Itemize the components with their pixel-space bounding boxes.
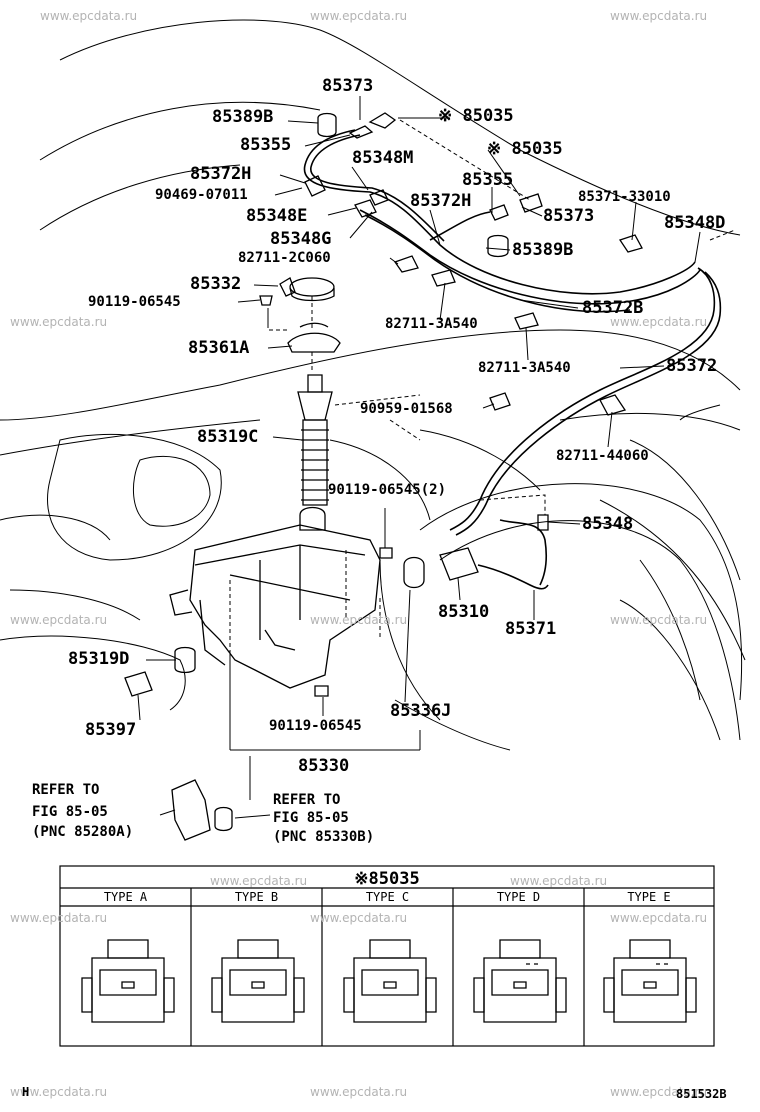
nozzle-type-b: [211, 939, 305, 1023]
watermark: www.epcdata.ru: [310, 1085, 408, 1099]
part-label-85348g: 85348G: [270, 229, 332, 249]
watermark: www.epcdata.ru: [610, 9, 708, 23]
watermark: www.epcdata.ru: [10, 613, 108, 627]
dashed-lines: [229, 119, 736, 650]
part-label-85373: 85373: [543, 206, 595, 226]
type-table-title: ※85035: [354, 869, 420, 889]
type-d-header: TYPE D: [496, 890, 541, 904]
part-label-85389b: 85389B: [212, 107, 274, 127]
part-label-85319c: 85319C: [197, 427, 259, 447]
part-label-85372h: 85372H: [190, 164, 252, 184]
leader-lines: [137, 96, 701, 819]
watermark: www.epcdata.ru: [310, 9, 408, 23]
type-b-header: TYPE B: [234, 890, 279, 904]
part-label-85355: 85355: [240, 135, 292, 155]
part-label-85035: ※ 85035: [487, 139, 563, 159]
watermark: www.epcdata.ru: [10, 315, 108, 329]
part-label-90119-06545: 90119-06545: [88, 294, 181, 310]
part-label-82711-44060: 82711-44060: [556, 448, 649, 464]
part-label-85348: 85348: [582, 514, 634, 534]
car-body-outline: [0, 19, 746, 751]
watermark: www.epcdata.ru: [510, 874, 608, 888]
refer-note-left-line2: FIG 85-05: [32, 804, 108, 820]
filler-cap: [287, 277, 341, 353]
part-label-90119-06545: 90119-06545: [269, 718, 362, 734]
part-label-85336j: 85336J: [390, 701, 452, 721]
watermark: www.epcdata.ru: [10, 1085, 108, 1099]
watermark: www.epcdata.ru: [610, 911, 708, 925]
refer-note-left-line3: (PNC 85280A): [32, 824, 134, 840]
filler-neck: [297, 374, 333, 506]
part-label-90959-01568: 90959-01568: [360, 401, 453, 417]
watermark: www.epcdata.ru: [310, 613, 408, 627]
part-label-85397: 85397: [85, 720, 137, 740]
washer-hoses: [303, 129, 722, 590]
part-label-85332: 85332: [190, 274, 242, 294]
part-label-85371-33010: 85371-33010: [578, 189, 671, 205]
part-label-85355: 85355: [462, 170, 514, 190]
part-label-85319d: 85319D: [68, 649, 130, 669]
part-label-85035: ※ 85035: [438, 106, 514, 126]
part-label-85372h: 85372H: [410, 191, 472, 211]
part-label-85361a: 85361A: [188, 338, 250, 358]
nozzle-type-c: [343, 939, 437, 1023]
washer-reservoir: [169, 506, 381, 689]
part-label-85372: 85372: [666, 356, 718, 376]
part-label-90469-07011: 90469-07011: [155, 187, 248, 203]
refer-note-right-line2: FIG 85-05: [273, 810, 349, 826]
refer-note-right-line1: REFER TO: [273, 792, 341, 808]
type-table-grid: [59, 865, 715, 1047]
part-label-85371: 85371: [505, 619, 557, 639]
part-label-85310: 85310: [438, 602, 490, 622]
nozzle-type-e: [603, 939, 697, 1023]
figure-code: 851532B: [676, 1087, 727, 1101]
part-label-85348d: 85348D: [664, 213, 726, 233]
watermark: www.epcdata.ru: [310, 911, 408, 925]
part-label-82711-3a540: 82711-3A540: [478, 360, 571, 376]
nozzle-type-d: [473, 939, 567, 1023]
watermark: www.epcdata.ru: [210, 874, 308, 888]
watermark: www.epcdata.ru: [610, 613, 708, 627]
watermark: www.epcdata.ru: [10, 911, 108, 925]
part-label-85330: 85330: [298, 756, 350, 776]
watermark: www.epcdata.ru: [40, 9, 138, 23]
refer-note-left-line1: REFER TO: [32, 782, 100, 798]
part-label-90119-06545-2: 90119-06545(2): [328, 482, 447, 498]
part-label-85372b: 85372B: [582, 298, 644, 318]
part-label-85373: 85373: [322, 76, 374, 96]
part-label-85348m: 85348M: [352, 148, 414, 168]
footer-left-code: H: [22, 1085, 30, 1099]
part-label-82711-2c060: 82711-2C060: [238, 250, 331, 266]
refer-note-right-line3: (PNC 85330B): [273, 829, 375, 845]
watermark: www.epcdata.ru: [610, 1085, 708, 1099]
part-label-85348e: 85348E: [246, 206, 308, 226]
type-c-header: TYPE C: [365, 890, 410, 904]
watermark: www.epcdata.ru: [610, 315, 708, 329]
part-label-85389b: 85389B: [512, 240, 574, 260]
nozzle-type-a: [81, 939, 175, 1023]
part-label-82711-3a540: 82711-3A540: [385, 316, 478, 332]
type-e-header: TYPE E: [627, 890, 671, 904]
type-a-header: TYPE A: [103, 890, 148, 904]
